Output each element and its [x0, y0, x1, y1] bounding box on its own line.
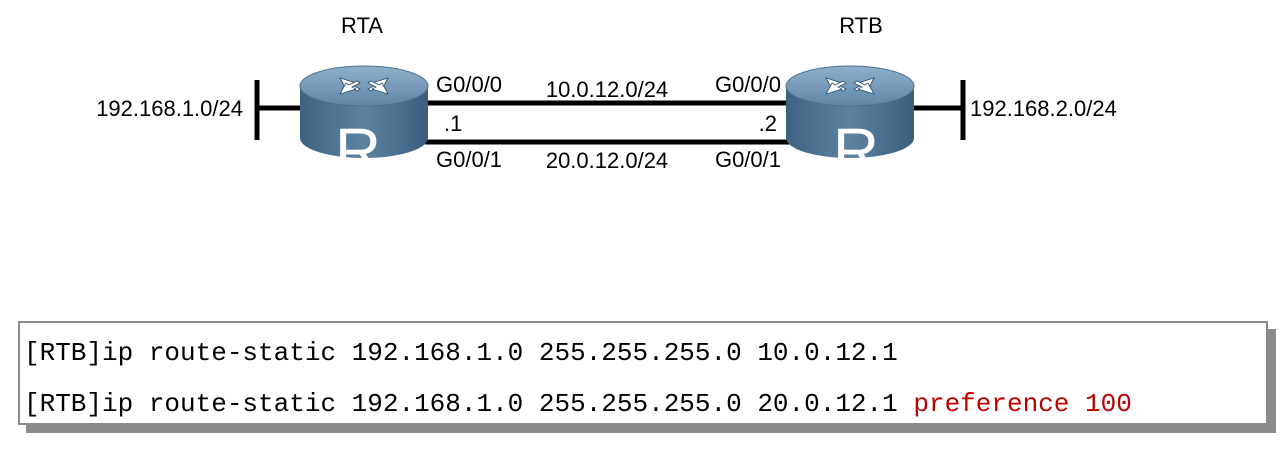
lan-right-stub [912, 80, 966, 140]
command-line-1: [RTB]ip route-static 192.168.1.0 255.255… [24, 338, 898, 368]
router-rta-symbol: R [335, 115, 381, 187]
link-top-label: 10.0.12.0/24 [546, 77, 668, 102]
command-2-highlight: preference 100 [913, 389, 1132, 419]
rta-host-label: .1 [444, 111, 462, 136]
rtb-host-label: .2 [759, 111, 777, 136]
router-rtb-label: RTB [839, 13, 883, 38]
command-line-2: [RTB]ip route-static 192.168.1.0 255.255… [24, 389, 1132, 419]
link-bottom-label: 20.0.12.0/24 [546, 148, 668, 173]
command-2-text: [RTB]ip route-static 192.168.1.0 255.255… [24, 389, 898, 419]
command-1-text: [RTB]ip route-static 192.168.1.0 255.255… [24, 338, 898, 368]
rtb-g000-label: G0/0/0 [715, 72, 781, 97]
router-rtb-symbol: R [833, 115, 879, 187]
lan-left-label: 192.168.1.0/24 [96, 96, 243, 121]
command-box: [RTB]ip route-static 192.168.1.0 255.255… [18, 321, 1268, 425]
lan-left-stub [254, 80, 305, 140]
lan-right-label: 192.168.2.0/24 [970, 96, 1117, 121]
rta-g001-label: G0/0/1 [436, 147, 502, 172]
router-rtb-icon: R [785, 65, 915, 187]
router-rta-label: RTA [341, 13, 383, 38]
router-rta-icon: R [299, 65, 429, 187]
rtb-g001-label: G0/0/1 [715, 147, 781, 172]
rta-g000-label: G0/0/0 [436, 72, 502, 97]
